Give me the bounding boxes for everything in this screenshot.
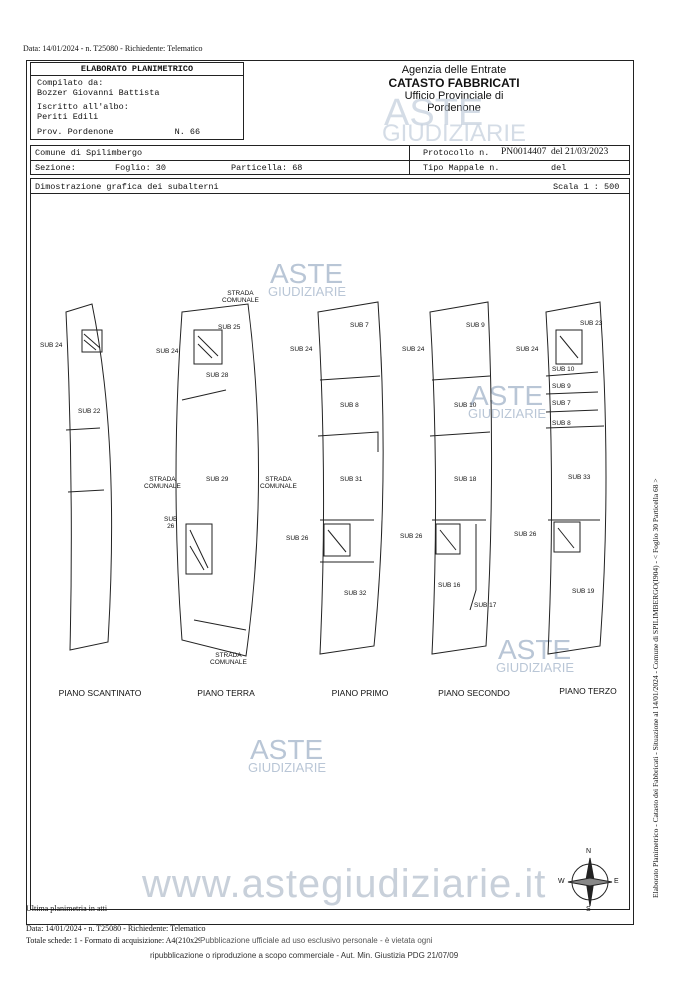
particella: Particella: 68 [231,163,303,173]
side-note: Elaborato Planimetrico - Catasto dei Fab… [651,478,660,898]
primo-sub7: SUB 7 [350,322,369,329]
watermark-aste-header: ASTE [384,92,484,134]
terra-sub24: SUB 24 [156,348,179,355]
compass-rose [567,857,613,907]
agency-city: Pordenone [427,102,481,114]
primo-sub24: SUB 24 [290,346,313,353]
header-request-line: Data: 14/01/2024 - n. T25080 - Richieden… [23,44,203,53]
secondo-sub24: SUB 24 [402,346,425,353]
primo-strada-left: STRADA COMUNALE [260,476,297,490]
footer-reproduction-notice: ripubblicazione o riproduzione a scopo c… [150,951,459,960]
secondo-sub9: SUB 9 [466,322,485,329]
label-piano-terzo: PIANO TERZO [559,686,617,696]
comune: Comune di Spilimbergo [35,148,143,158]
terzo-sub9: SUB 9 [552,383,571,390]
tipo-del: del [551,163,567,173]
terra-strada-left: STRADA COMUNALE [144,476,181,490]
secondo-sub10: SUB 10 [454,402,477,409]
terzo-sub33: SUB 33 [568,474,591,481]
compiler-box: ELABORATO PLANIMETRICO Compilato da: Boz… [30,62,244,140]
terzo-sub19: SUB 19 [572,588,595,595]
protocollo-label: Protocollo n. [423,148,490,158]
secondo-sub18: SUB 18 [454,476,477,483]
province: Prov. Pordenone [37,127,114,137]
footer-last-plan: Ultima planimetria in atti [26,904,108,913]
plan-scantinato-outline [65,303,113,651]
document-sheet [26,60,634,925]
watermark-aste-1: ASTE [270,258,344,289]
registered: Periti Edili [37,112,99,122]
terzo-sub23: SUB 23 [580,320,603,327]
terzo-sub10: SUB 10 [552,366,575,373]
terzo-sub24: SUB 24 [516,346,539,353]
watermark-aste-3: ASTE [498,634,572,665]
protocollo-number: PN0014407 [501,147,547,157]
label-piano-terra: PIANO TERRA [197,688,255,698]
secondo-sub17: SUB 17 [474,602,497,609]
terra-sub28: SUB 28 [206,372,229,379]
compass-e: E [614,878,619,885]
label-piano-secondo: PIANO SECONDO [438,688,510,698]
registration-number: N. 66 [174,127,201,137]
agency-department: CATASTO FABBRICATI [388,76,520,90]
watermark-giudiziarie-4: GIUDIZIARIE [248,760,327,775]
agency-office: Ufficio Provinciale di [404,90,504,102]
sezione: Sezione: [35,163,76,173]
secondo-sub16: SUB 16 [438,582,461,589]
watermark-giudiziarie-3: GIUDIZIARIE [496,660,575,675]
primo-sub31: SUB 31 [340,476,363,483]
terra-sub29: SUB 29 [206,476,229,483]
dimostrazione: Dimostrazione grafica dei subalterni [35,182,219,192]
compass-s: S [586,906,591,913]
secondo-sub26: SUB 26 [400,533,423,540]
agency-name: Agenzia delle Entrate [401,64,507,76]
watermark-aste-2: ASTE [470,380,544,411]
agency-block: Agenzia delle Entrate CATASTO FABBRICATI… [334,64,574,114]
plan-secondo-outline [429,301,493,655]
footer-acquisition: Totale schede: 1 - Formato di acquisizio… [26,936,344,945]
watermark-giudiziarie-header: GIUDIZIARIE [382,120,527,147]
scantinato-sub22: SUB 22 [78,408,101,415]
terzo-sub8: SUB 8 [552,420,571,427]
drawing-area [30,194,630,910]
scale: Scala 1 : 500 [553,182,620,192]
scantinato-sub24: SUB 24 [40,342,63,349]
label-piano-primo: PIANO PRIMO [331,688,389,698]
primo-sub8: SUB 8 [340,402,359,409]
primo-sub32: SUB 32 [344,590,367,597]
dimostrazione-row: Dimostrazione grafica dei subalterni Sca… [30,178,630,194]
protocollo-date: del 21/03/2023 [551,147,609,157]
registered-label: Iscritto all'albo: [37,102,129,112]
footer-publication-notice: Pubblicazione ufficiale ad uso esclusivo… [200,936,433,945]
info-box: Comune di Spilimbergo Sezione: Foglio: 3… [30,145,630,175]
compiled-by: Bozzer Giovanni Battista [37,88,160,98]
plan-primo-outline [317,301,384,655]
watermark-giudiziarie-2: GIUDIZIARIE [468,406,547,421]
plan-terra-outline [175,303,260,657]
tipo-mappale: Tipo Mappale n. [423,163,500,173]
compiled-by-label: Compilato da: [37,78,104,88]
terra-sub26: SUB 26 [164,516,178,530]
watermark-site: www.astegiudiziarie.it [142,862,547,906]
footer-request-line: Data: 14/01/2024 - n. T25080 - Richieden… [26,924,206,933]
terra-strada-bottom: STRADA COMUNALE [210,652,247,666]
foglio: Foglio: 30 [115,163,167,173]
watermark-aste-4: ASTE [250,734,324,765]
primo-sub26: SUB 26 [286,535,309,542]
compass-w: W [558,878,565,885]
terzo-sub7: SUB 7 [552,400,571,407]
terzo-sub26: SUB 26 [514,531,537,538]
plan-terzo-outline [545,301,607,655]
compass-n: N [586,848,592,855]
watermark-giudiziarie-1: GIUDIZIARIE [268,284,347,299]
form-title: ELABORATO PLANIMETRICO [31,63,243,76]
terra-strada-top: STRADA COMUNALE [222,290,259,304]
label-piano-scantinato: PIANO SCANTINATO [58,688,142,698]
terra-sub25: SUB 25 [218,324,241,331]
